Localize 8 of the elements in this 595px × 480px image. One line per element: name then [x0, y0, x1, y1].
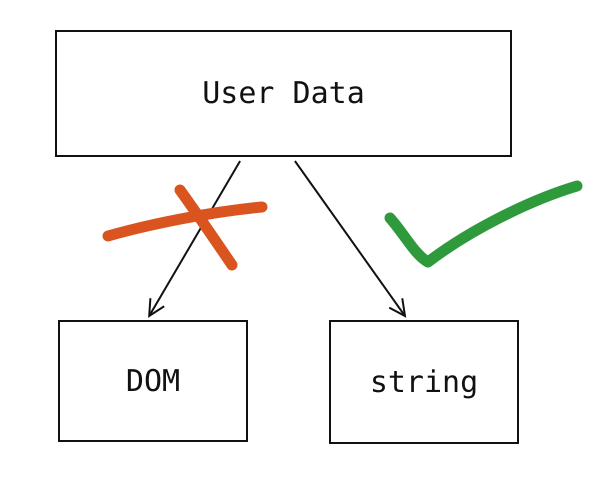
- process-box: [329, 320, 519, 444]
- arrow: [294, 160, 406, 317]
- box-label: string: [370, 364, 478, 400]
- process-box: [58, 320, 248, 442]
- box-label: DOM: [126, 364, 180, 398]
- arrow: [148, 160, 241, 317]
- box-label: User Data: [202, 76, 365, 111]
- process-box: [55, 30, 512, 157]
